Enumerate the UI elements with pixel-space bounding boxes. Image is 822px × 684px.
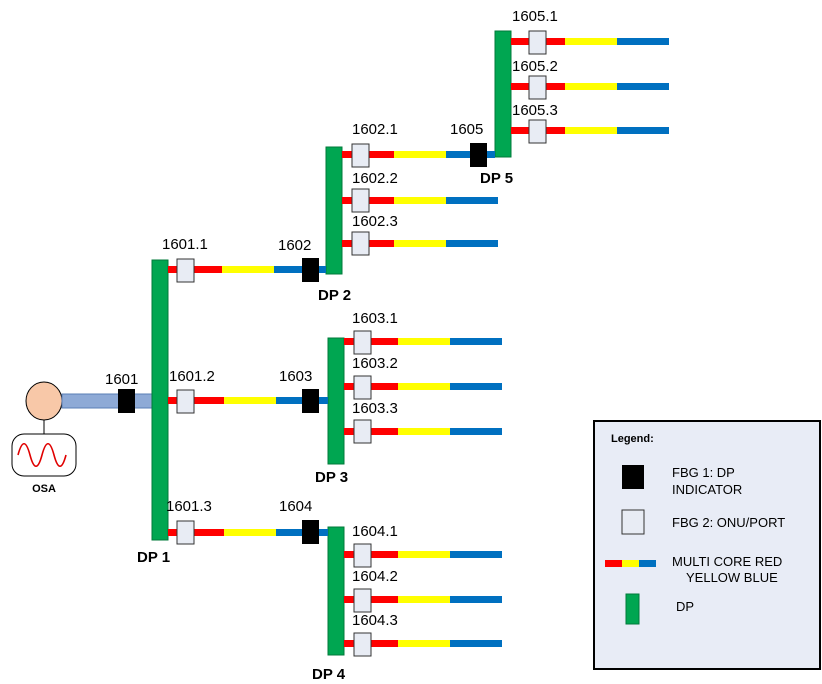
legend-box — [593, 420, 821, 670]
fbg2-1603-2 — [353, 375, 372, 400]
osa-label: OSA — [32, 483, 56, 495]
fbg2-1602-1 — [351, 143, 370, 168]
label-1604-1: 1604.1 — [352, 523, 398, 540]
fbg2-1601-2 — [176, 389, 195, 414]
label-1603-3: 1603.3 — [352, 400, 398, 417]
label-1602: 1602 — [278, 237, 311, 254]
fbg2-1604-2 — [353, 588, 372, 613]
fbg1-1604 — [302, 520, 319, 544]
legend-multicore-yellow — [622, 560, 639, 567]
fbg2-1605-1 — [528, 30, 547, 55]
fbg2-1603-1 — [353, 330, 372, 355]
dp2-bar — [325, 146, 343, 275]
port-1603-2: 1603.2 — [344, 355, 502, 400]
port-1603-3: 1603.3 — [344, 400, 502, 444]
fbg2-1604-1 — [353, 543, 372, 568]
port-1605-2: 1605.2 — [511, 58, 669, 100]
label-1605-3: 1605.3 — [512, 102, 558, 119]
legend-fbg2-text: FBG 2: ONU/PORT — [672, 515, 785, 530]
dp5-bar — [494, 30, 512, 158]
label-1604-3: 1604.3 — [352, 612, 398, 629]
fbg2-1605-3 — [528, 119, 547, 144]
port-1604-2: 1604.2 — [344, 568, 502, 613]
legend-dp-text: DP — [676, 599, 694, 614]
port-1602-3: 1602.3 — [342, 213, 498, 256]
osa-waveform-icon — [17, 442, 67, 468]
port-1603-1: 1603.1 — [344, 310, 502, 355]
osa-screen — [11, 433, 77, 477]
label-1601-1: 1601.1 — [162, 236, 208, 253]
label-1603-1: 1603.1 — [352, 310, 398, 327]
port-1605-1: 1605.1 — [511, 8, 669, 55]
dp4-label: DP 4 — [312, 666, 346, 683]
legend-fbg1-swatch — [622, 465, 644, 489]
port-1605-3: 1605.3 — [511, 102, 669, 144]
label-1602-3: 1602.3 — [352, 213, 398, 230]
legend-fbg2-swatch — [621, 509, 645, 535]
trunk-fiber — [61, 393, 155, 409]
label-1604-2: 1604.2 — [352, 568, 398, 585]
dp5-label: DP 5 — [480, 170, 513, 187]
label-1602-2: 1602.2 — [352, 170, 398, 187]
legend-dp-swatch — [625, 593, 640, 625]
label-1603-2: 1603.2 — [352, 355, 398, 372]
fbg2-1602-3 — [351, 231, 370, 256]
fbg1-1602 — [302, 258, 319, 282]
fbg1-1601 — [118, 389, 135, 413]
label-1601-3: 1601.3 — [166, 498, 212, 515]
label-1603: 1603 — [279, 368, 312, 385]
label-1602-1: 1602.1 — [352, 121, 398, 138]
fbg2-1602-2 — [351, 188, 370, 213]
dp3-bar — [327, 337, 345, 465]
legend-multicore-line1: MULTI CORE RED — [672, 554, 782, 569]
branch-1601-2: 1601.2 1603 — [168, 368, 328, 414]
fbg1-1603 — [302, 389, 319, 413]
osa-device: OSA — [11, 381, 77, 495]
port-1604-3: 1604.3 — [344, 612, 502, 657]
legend-multicore-blue — [639, 560, 656, 567]
label-1605-2: 1605.2 — [512, 58, 558, 75]
label-1605-1: 1605.1 — [512, 8, 558, 25]
branch-1601-1: 1601.1 1602 — [162, 236, 326, 283]
port-1604-1: 1604.1 — [344, 523, 502, 568]
fbg2-1601-1 — [176, 258, 195, 283]
label-1601-2: 1601.2 — [169, 368, 215, 385]
legend-multicore-red — [605, 560, 622, 567]
branch-1602-1: 1602.1 1605 — [342, 121, 495, 168]
dp2-label: DP 2 — [318, 287, 351, 304]
branch-1601-3: 1601.3 1604 — [166, 498, 328, 545]
legend-title: Legend: — [611, 433, 654, 445]
fbg2-1604-3 — [353, 632, 372, 657]
label-1604: 1604 — [279, 498, 312, 515]
label-1605: 1605 — [450, 121, 483, 138]
fbg2-1603-3 — [353, 419, 372, 444]
dp1-label: DP 1 — [137, 549, 170, 566]
fbg1-1605 — [470, 143, 487, 167]
label-1601: 1601 — [105, 371, 138, 388]
legend-fbg1-line2: INDICATOR — [672, 482, 742, 497]
dp3-label: DP 3 — [315, 469, 348, 486]
port-1602-2: 1602.2 — [342, 170, 498, 213]
fbg2-1601-3 — [176, 520, 195, 545]
legend-multicore-line2: YELLOW BLUE — [686, 570, 778, 585]
osa-connector-circle — [25, 381, 63, 421]
dp4-bar — [327, 526, 345, 656]
legend: Legend: FBG 1: DP INDICATOR FBG 2: ONU/P… — [593, 420, 821, 670]
fbg2-1605-2 — [528, 75, 547, 100]
legend-fbg1-line1: FBG 1: DP — [672, 465, 735, 480]
